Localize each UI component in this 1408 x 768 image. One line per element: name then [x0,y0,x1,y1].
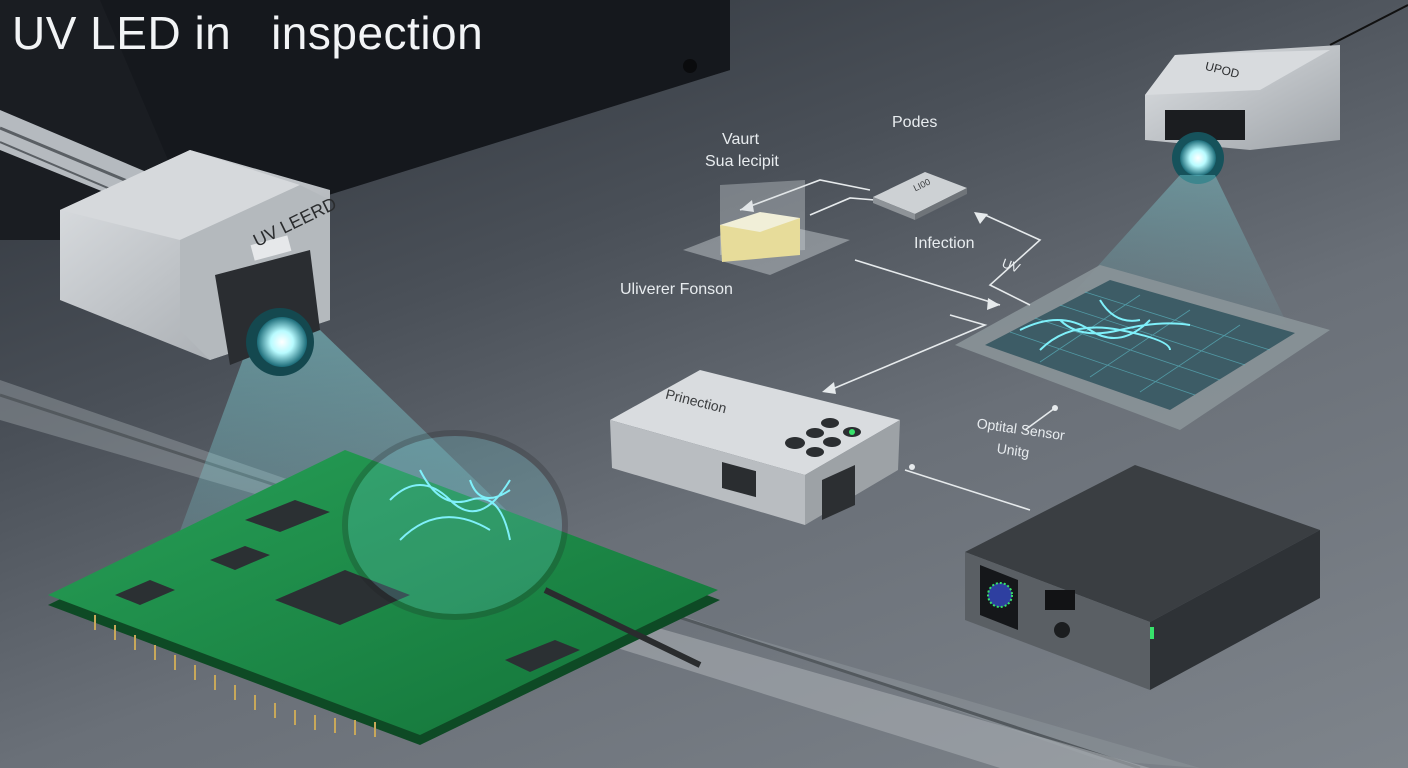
flow-arrows [739,179,1056,511]
magnifying-glass [342,430,702,668]
controller-box [610,370,900,525]
label-sua-lecipit: Sua lecipit [705,153,779,170]
right-uv-led-head [1145,4,1408,184]
pcb-board [48,450,720,745]
small-module [873,172,967,220]
label-podes: Podes [892,114,938,131]
optical-sensor-unit [965,465,1320,690]
left-uv-led-head [60,150,330,376]
page-title: UV LED in inspection [12,7,484,59]
inspection-panel [955,265,1330,430]
label-uliverer-fonson: Uliverer Fonson [620,281,733,298]
label-vaurt: Vaurt [722,131,760,148]
label-infection: Infection [914,235,975,252]
sample-container [683,180,850,275]
